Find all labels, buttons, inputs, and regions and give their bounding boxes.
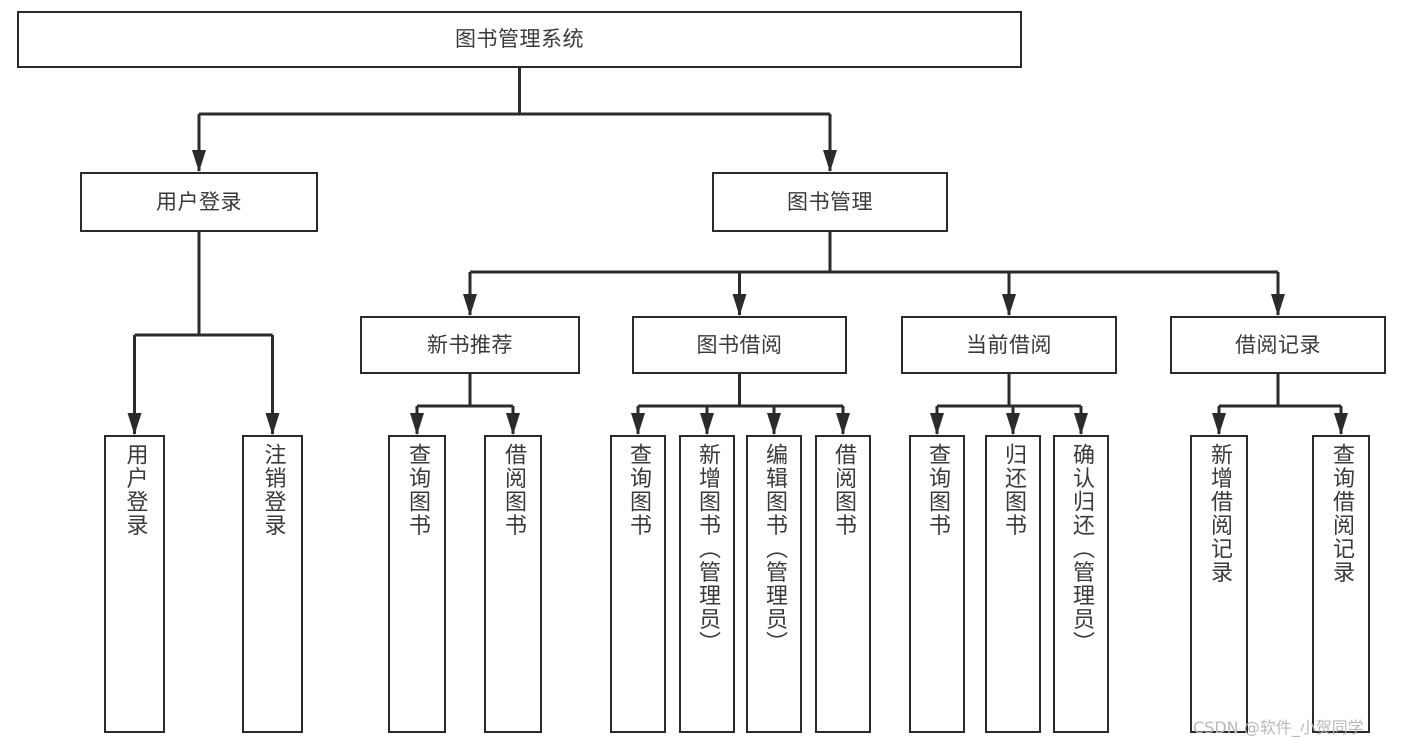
node-new-book-rec[interactable]: 新书推荐 — [360, 316, 580, 374]
node-leaf-bb-query[interactable]: 查询图书 — [610, 435, 666, 733]
node-book-manage[interactable]: 图书管理 — [712, 172, 948, 232]
node-label: 借阅图书 — [501, 443, 526, 537]
node-leaf-rec-borrow[interactable]: 借阅图书 — [484, 435, 542, 733]
node-label: 注销登录 — [260, 443, 286, 537]
node-label: 用户登录 — [156, 189, 242, 214]
node-label: 用户登录 — [122, 443, 148, 537]
node-leaf-br-query[interactable]: 查询借阅记录 — [1312, 435, 1370, 733]
node-label: 新增图书（管理员） — [695, 443, 720, 655]
node-book-borrow[interactable]: 图书借阅 — [632, 316, 847, 374]
node-label: 编辑图书（管理员） — [762, 443, 787, 655]
node-label: 新书推荐 — [427, 332, 513, 357]
node-label: 图书借阅 — [696, 332, 783, 357]
node-label: 新增借阅记录 — [1207, 443, 1232, 584]
node-user-login[interactable]: 用户登录 — [80, 172, 318, 232]
node-label: 图书管理 — [787, 189, 873, 214]
node-leaf-cb-return[interactable]: 归还图书 — [985, 435, 1041, 733]
node-leaf-user-login[interactable]: 用户登录 — [104, 435, 165, 733]
node-leaf-bb-edit[interactable]: 编辑图书（管理员） — [746, 435, 802, 733]
node-current-borrow[interactable]: 当前借阅 — [901, 316, 1117, 374]
node-borrow-record[interactable]: 借阅记录 — [1170, 316, 1386, 374]
node-leaf-bb-borrow[interactable]: 借阅图书 — [815, 435, 871, 733]
node-leaf-cb-confirm[interactable]: 确认归还（管理员） — [1053, 435, 1109, 733]
node-label: 借阅图书 — [831, 443, 856, 537]
node-label: 当前借阅 — [966, 332, 1052, 357]
node-label: 归还图书 — [1001, 443, 1026, 537]
node-label: 确认归还（管理员） — [1069, 443, 1094, 655]
node-leaf-rec-query[interactable]: 查询图书 — [388, 435, 446, 733]
node-label: 查询图书 — [405, 443, 430, 537]
node-leaf-cb-query[interactable]: 查询图书 — [909, 435, 965, 733]
node-leaf-logout[interactable]: 注销登录 — [242, 435, 303, 733]
node-root[interactable]: 图书管理系统 — [17, 11, 1022, 68]
node-leaf-br-add[interactable]: 新增借阅记录 — [1190, 435, 1248, 733]
node-label: 查询图书 — [626, 443, 651, 537]
node-label: 图书管理系统 — [455, 27, 584, 52]
node-label: 查询图书 — [925, 443, 950, 537]
node-leaf-bb-add[interactable]: 新增图书（管理员） — [679, 435, 735, 733]
node-label: 查询借阅记录 — [1329, 443, 1354, 584]
node-label: 借阅记录 — [1235, 332, 1321, 357]
